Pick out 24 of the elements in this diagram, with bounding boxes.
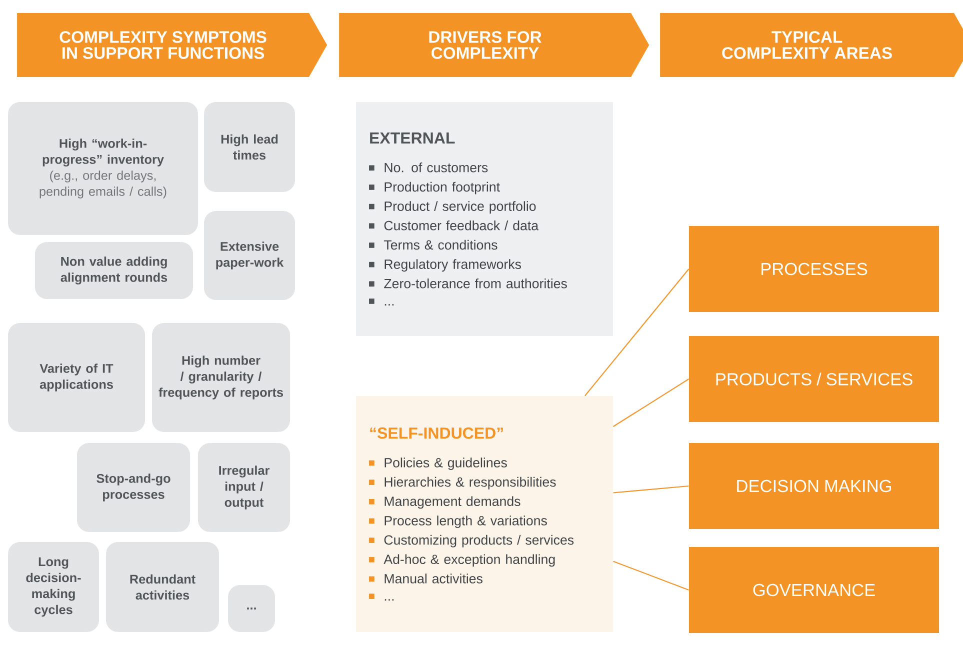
connector-line bbox=[613, 485, 689, 494]
driver-list-box: EXTERNAL No. of customers Production footprint Product / service portfolio Customer feedback / data Terms & conditions Regulatory frameworks Zero-tolerance from authorities ... bbox=[356, 102, 613, 336]
area-box: GOVERNANCE bbox=[689, 547, 939, 633]
symptom-box: Non value adding alignment rounds bbox=[35, 242, 193, 299]
symptom-box: High number / granularity / frequency of reports bbox=[152, 323, 290, 432]
symptom-box: Variety of IT applications bbox=[8, 323, 145, 432]
driver-list-box: “SELF-INDUCED” Policies & guidelines Hierarchies & responsibilities Management demands Process length & variations Customizing products / services Ad-hoc & exception handling Manual activities ... bbox=[356, 396, 613, 632]
symptom-box: Irregular input / output bbox=[198, 443, 290, 532]
symptom-box: ... bbox=[228, 585, 275, 632]
column-header-banner: TYPICAL COMPLEXITY AREAS bbox=[660, 13, 963, 77]
area-box: PROCESSES bbox=[689, 226, 939, 312]
column-header-banner: DRIVERS FOR COMPLEXITY bbox=[339, 13, 650, 77]
connector-line bbox=[584, 268, 690, 396]
symptom-box: High “work-in-progress” inventory (e.g., order delays, pending emails / calls) bbox=[8, 102, 198, 235]
area-box: DECISION MAKING bbox=[689, 443, 939, 529]
connector-line bbox=[613, 560, 689, 590]
symptom-box: Redundant activities bbox=[106, 542, 219, 632]
symptom-box: Long decision-making cycles bbox=[8, 542, 99, 632]
area-box: PRODUCTS / SERVICES bbox=[689, 336, 939, 422]
column-header-banner: COMPLEXITY SYMPTOMS IN SUPPORT FUNCTIONS bbox=[17, 13, 328, 77]
symptom-box: Stop-and-go processes bbox=[77, 443, 190, 532]
connector-line bbox=[613, 378, 690, 427]
symptom-box: High lead times bbox=[204, 102, 295, 192]
symptom-box: Extensive paper-work bbox=[204, 211, 295, 300]
